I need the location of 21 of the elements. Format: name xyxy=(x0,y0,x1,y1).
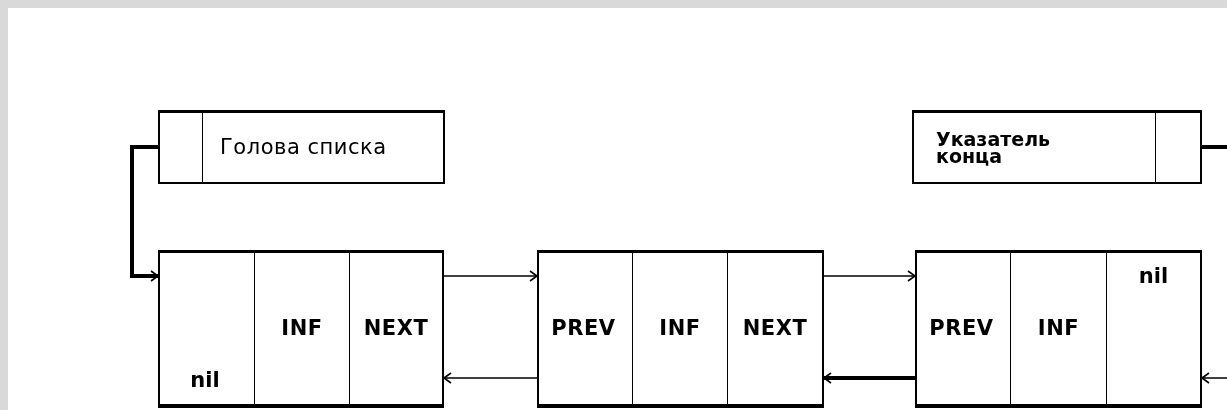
field-label: nil xyxy=(1138,263,1169,290)
field-label: PREV xyxy=(551,314,616,342)
field-label: INF xyxy=(281,314,323,342)
arrow xyxy=(823,270,916,282)
list-node-box xyxy=(158,250,444,408)
pointer-box xyxy=(912,110,1202,184)
list-node-box xyxy=(537,250,824,408)
field-label: NEXT xyxy=(363,314,429,342)
arrow xyxy=(1201,372,1227,384)
field-label: INF xyxy=(659,314,701,342)
field-label: nil xyxy=(190,366,220,394)
field-label: PREV xyxy=(929,314,994,342)
field-label: INF xyxy=(1037,314,1080,342)
field-label: Голова списка xyxy=(220,133,387,161)
arrow xyxy=(443,270,538,282)
list-node-box xyxy=(915,250,1202,408)
arrow xyxy=(443,372,538,384)
arrow xyxy=(823,372,915,384)
arrow xyxy=(130,145,159,282)
pointer-box xyxy=(158,110,445,184)
field-label: NEXT xyxy=(742,314,808,342)
